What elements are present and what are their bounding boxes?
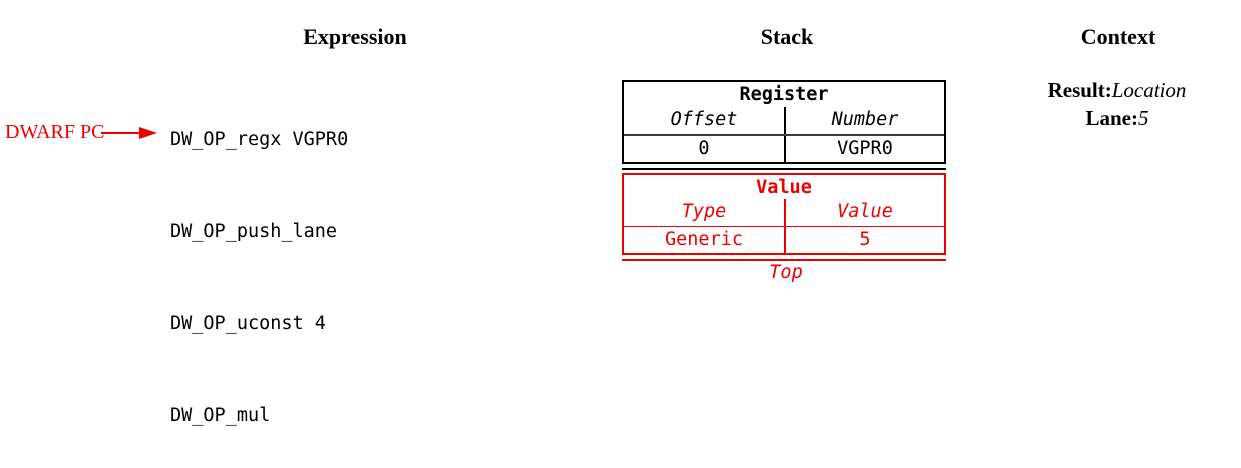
value-type-header: Type — [681, 201, 727, 222]
expression-op: DW_OP_regx VGPR0 — [170, 129, 349, 151]
register-number-header: Number — [784, 107, 944, 134]
context-column-title: Context — [1080, 24, 1156, 49]
expression-op: DW_OP_push_lane — [170, 220, 338, 242]
dwarf-pc-arrow-icon — [101, 127, 157, 139]
register-offset-value: 0 — [698, 138, 710, 159]
context-result: Result:Location — [1048, 78, 1187, 103]
expression-op: DW_OP_mul — [170, 404, 271, 426]
stack-entry-title: Register — [739, 84, 829, 105]
value-value-header: Value — [784, 199, 944, 226]
context-result-label: Result: — [1047, 78, 1112, 102]
dwarf-pc-label: DWARF PC — [5, 121, 105, 143]
context-result-value: Location — [1111, 78, 1187, 102]
stack-top-label: Top — [769, 262, 803, 283]
register-stack-entry: Register Offset Number 0 VGPR0 — [622, 80, 946, 164]
context-lane-value: 5 — [1138, 106, 1149, 130]
register-entry-underline — [622, 168, 946, 170]
value-type-value: Generic — [665, 229, 743, 250]
value-value-value: 5 — [784, 227, 944, 253]
expression-op-list: DW_OP_regx VGPR0 DW_OP_push_lane DW_OP_u… — [170, 64, 348, 468]
register-offset-header: Offset — [670, 109, 738, 130]
context-lane: Lane:5 — [1086, 106, 1149, 131]
register-number-value: VGPR0 — [784, 136, 944, 162]
expression-op-current: DW_OP_uconst 4 — [170, 312, 326, 334]
stack-column-title: Stack — [760, 24, 814, 49]
value-entry-underline — [622, 259, 946, 261]
context-lane-label: Lane: — [1085, 106, 1139, 130]
value-stack-entry: Value Type Value Generic 5 — [622, 173, 946, 255]
expression-column-title: Expression — [303, 24, 407, 49]
stack-entry-title: Value — [756, 177, 812, 198]
